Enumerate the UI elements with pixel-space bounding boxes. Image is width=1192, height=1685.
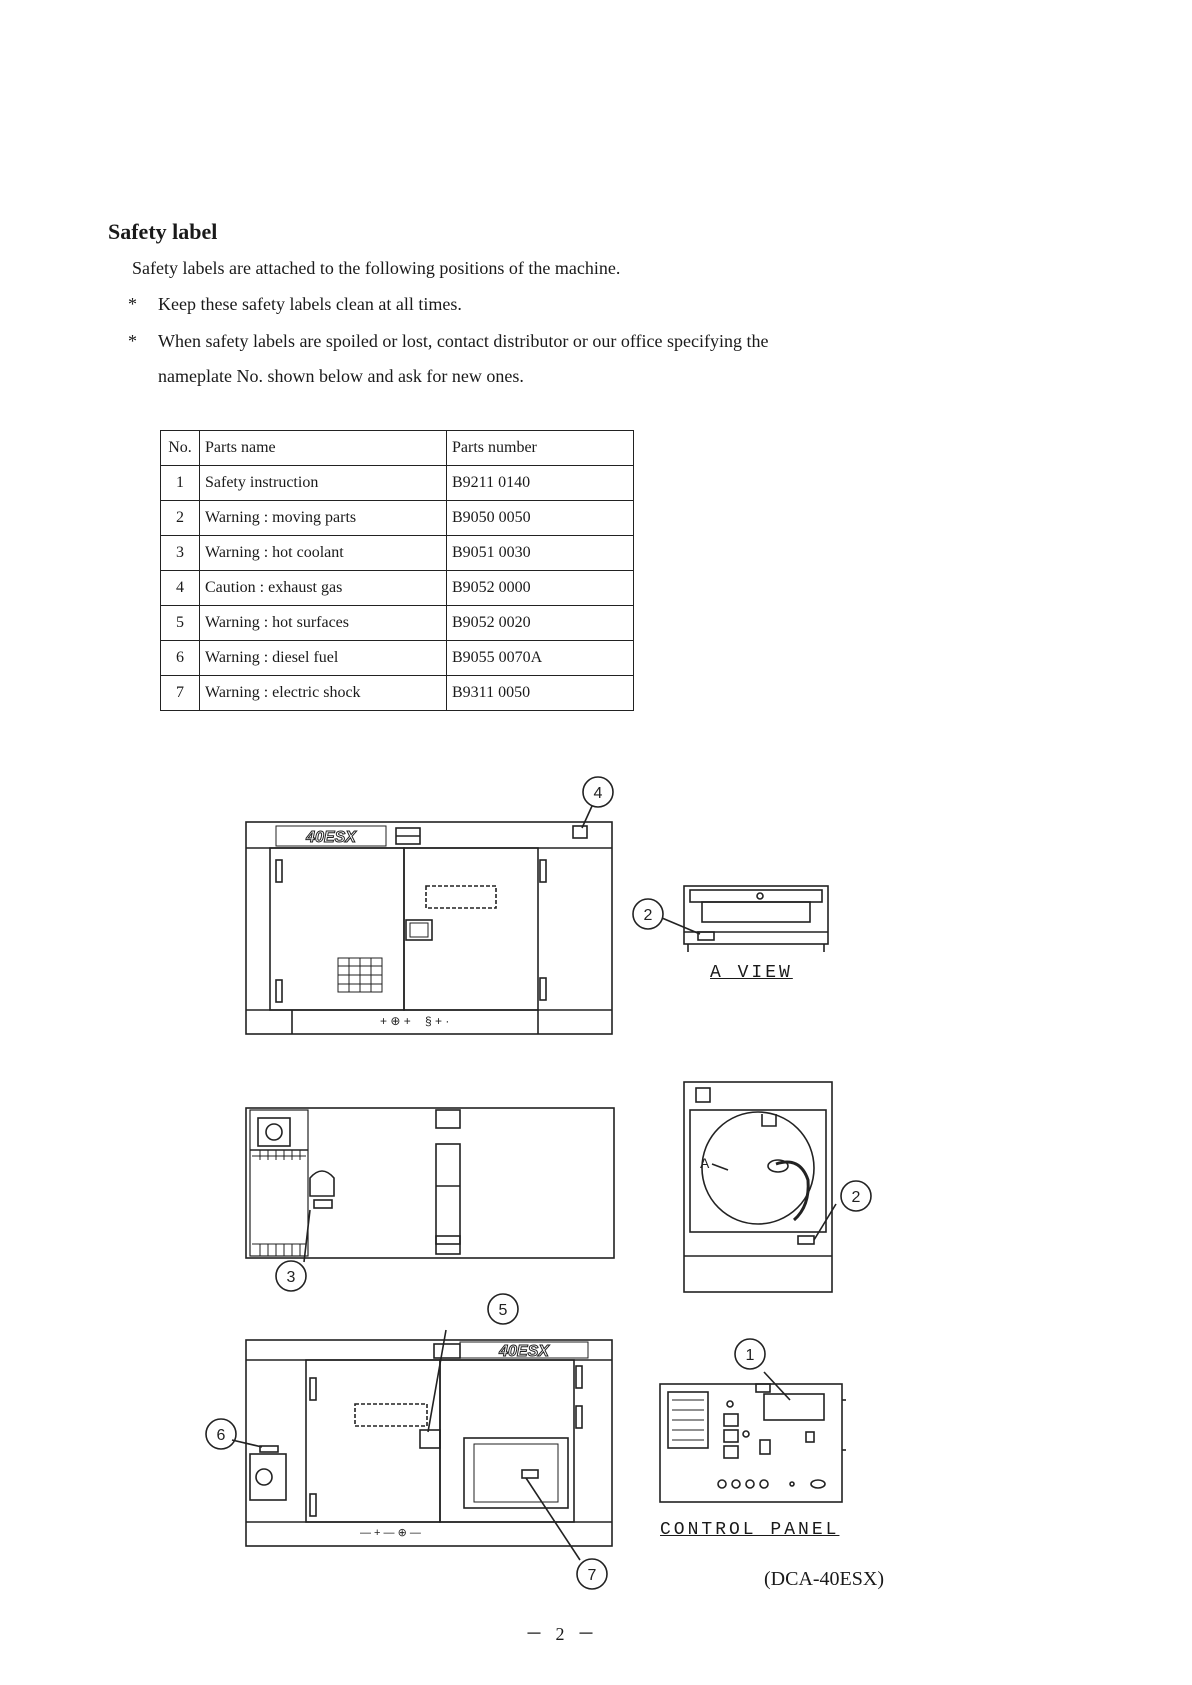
callout-2-label: 2 bbox=[852, 1189, 861, 1206]
leader-7 bbox=[525, 1477, 581, 1561]
cell-number: B9050 0050 bbox=[446, 500, 634, 536]
label-1-marker bbox=[763, 1393, 825, 1421]
callout-2-label: 2 bbox=[644, 907, 653, 924]
cell-name: Safety instruction bbox=[199, 465, 447, 501]
leader-3 bbox=[303, 1209, 311, 1263]
callout-4-label: 4 bbox=[594, 785, 603, 802]
side-view-drawing bbox=[245, 1107, 615, 1263]
cell-number: B9211 0140 bbox=[446, 465, 634, 501]
label-4-marker bbox=[572, 825, 588, 839]
leader-5 bbox=[427, 1329, 447, 1433]
model-badge-rear: 40ESX bbox=[498, 1343, 550, 1360]
callout-6-label: 6 bbox=[217, 1427, 226, 1444]
cell-no: 3 bbox=[160, 535, 200, 571]
callout-7: 7 bbox=[576, 1558, 608, 1590]
front-view-drawing: 40ESX + ⊕ + § + · bbox=[245, 821, 613, 1035]
rear-view-drawing: 40ESX — + — ⊕ — bbox=[231, 1329, 613, 1561]
callout-1: 1 bbox=[734, 1338, 766, 1370]
callout-5-label: 5 bbox=[499, 1302, 508, 1319]
label-7-marker bbox=[521, 1469, 539, 1479]
bullet-text: When safety labels are spoiled or lost, … bbox=[158, 331, 769, 351]
leader-6 bbox=[231, 1439, 263, 1448]
model-designation: (DCA-40ESX) bbox=[764, 1568, 884, 1590]
leader-1 bbox=[763, 1371, 791, 1401]
leader-4 bbox=[581, 805, 593, 829]
cell-name: Warning : hot coolant bbox=[199, 535, 447, 571]
callout-4: 4 bbox=[581, 776, 614, 829]
cell-no: 7 bbox=[160, 675, 200, 711]
bullet-mark: * bbox=[128, 331, 137, 351]
svg-text:§ + ·: § + · bbox=[425, 1014, 449, 1028]
cell-name: Warning : diesel fuel bbox=[199, 640, 447, 676]
control-panel-drawing bbox=[659, 1371, 846, 1503]
bullet-continuation: nameplate No. shown below and ask for ne… bbox=[158, 366, 524, 386]
callout-1-label: 1 bbox=[746, 1347, 755, 1364]
callout-7-label: 7 bbox=[588, 1567, 597, 1584]
label-2-marker-top bbox=[797, 1235, 815, 1245]
cell-no: 4 bbox=[160, 570, 200, 606]
section-heading: Safety label bbox=[108, 219, 218, 244]
top-view-drawing: A bbox=[683, 1081, 837, 1293]
cell-number: B9051 0030 bbox=[446, 535, 634, 571]
page-number: － 2 － bbox=[525, 1624, 599, 1644]
a-view-marker: A bbox=[700, 1155, 710, 1171]
callout-2-top-view: 2 bbox=[840, 1180, 872, 1212]
callout-6: 6 bbox=[205, 1418, 237, 1450]
bullet-item: * Keep these safety labels clean at all t… bbox=[128, 294, 462, 315]
bullet-mark: * bbox=[128, 294, 137, 314]
svg-text:— + — ⊕ —: — + — ⊕ — bbox=[360, 1527, 421, 1539]
a-view-drawing bbox=[661, 885, 829, 952]
a-view-caption: A VIEW bbox=[710, 963, 793, 983]
bullet-text: Keep these safety labels clean at all ti… bbox=[158, 294, 462, 314]
svg-text:+ ⊕ +: + ⊕ + bbox=[380, 1014, 411, 1028]
label-6-marker bbox=[259, 1445, 279, 1453]
callout-2-a-view: 2 bbox=[632, 898, 664, 930]
callout-3-label: 3 bbox=[287, 1269, 296, 1286]
control-panel-caption: CONTROL PANEL bbox=[660, 1520, 840, 1540]
cell-number: B9311 0050 bbox=[446, 675, 634, 711]
cell-number: B9052 0000 bbox=[446, 570, 634, 606]
callout-5: 5 bbox=[487, 1293, 519, 1325]
header-parts-name: Parts name bbox=[199, 430, 447, 466]
bullet-item: * When safety labels are spoiled or lost,… bbox=[128, 331, 768, 352]
callout-3: 3 bbox=[275, 1260, 307, 1292]
label-2-marker-a bbox=[697, 931, 715, 941]
model-badge-front: 40ESX bbox=[305, 829, 357, 846]
leader-2-a bbox=[661, 917, 701, 935]
intro-text: Safety labels are attached to the follow… bbox=[132, 258, 621, 278]
cell-name: Warning : electric shock bbox=[199, 675, 447, 711]
table-header-row: No. Parts name Parts number bbox=[160, 430, 634, 466]
leader-2-top bbox=[813, 1203, 837, 1241]
